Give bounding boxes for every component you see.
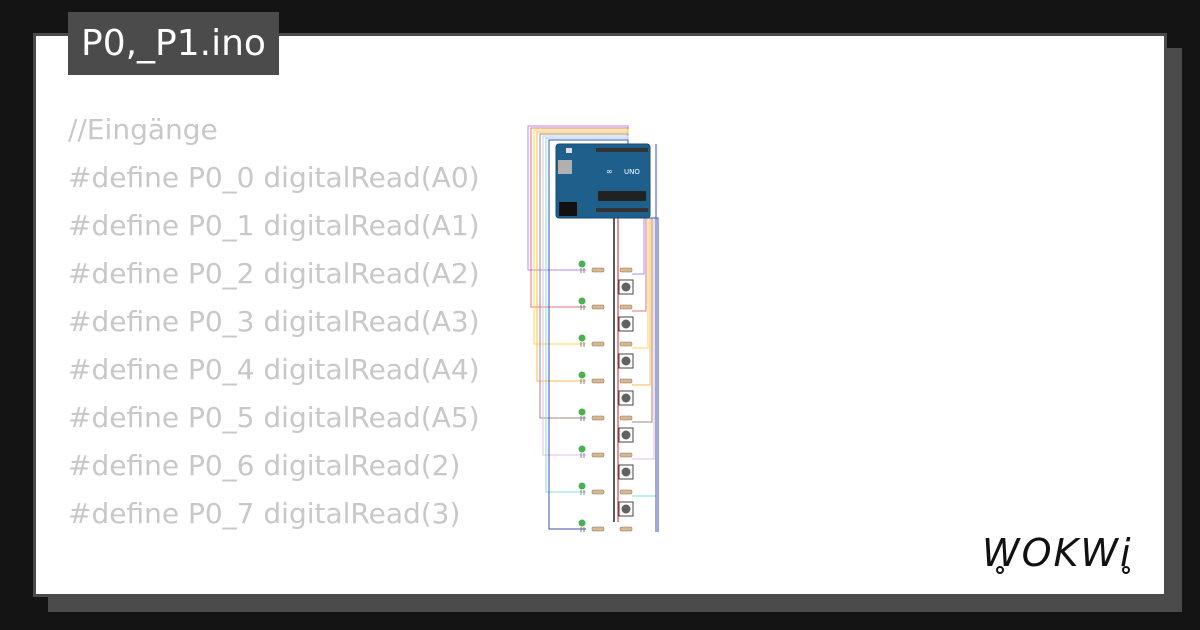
atmega-chip bbox=[598, 191, 646, 201]
led bbox=[578, 482, 586, 490]
push-button-cap bbox=[621, 319, 631, 329]
resistor bbox=[619, 341, 633, 347]
push-button-cap bbox=[621, 393, 631, 403]
resistor bbox=[591, 267, 605, 273]
led bbox=[578, 297, 586, 305]
resistor bbox=[619, 378, 633, 384]
logo-text: WOKWi bbox=[982, 531, 1133, 575]
code-line: #define P0_1 digitalRead(A1) bbox=[68, 209, 480, 242]
board-label: UNO bbox=[624, 168, 640, 176]
logo-pin-dot bbox=[1122, 566, 1130, 574]
push-button-cap bbox=[621, 467, 631, 477]
resistor bbox=[619, 304, 633, 310]
resistor bbox=[591, 415, 605, 421]
wokwi-logo: WOKWi bbox=[982, 531, 1133, 575]
code-line bbox=[68, 538, 538, 586]
resistor bbox=[591, 526, 605, 532]
reset-button bbox=[566, 148, 572, 153]
led bbox=[578, 334, 586, 342]
wire bbox=[630, 217, 645, 275]
resistor bbox=[619, 415, 633, 421]
led bbox=[578, 260, 586, 268]
resistor bbox=[591, 489, 605, 495]
infinity-logo: ∞ bbox=[606, 167, 613, 176]
resistor bbox=[591, 378, 605, 384]
code-line: //Globale Variablen bbox=[68, 586, 538, 594]
led bbox=[578, 408, 586, 416]
push-button-cap bbox=[621, 430, 631, 440]
push-button-cap bbox=[621, 504, 631, 514]
power-jack bbox=[559, 202, 577, 216]
usb-port bbox=[558, 160, 572, 174]
resistor bbox=[591, 452, 605, 458]
wire bbox=[548, 139, 629, 530]
code-line: #define P0_5 digitalRead(A5) bbox=[68, 401, 480, 434]
component-group bbox=[578, 260, 634, 532]
logo-pin-dot bbox=[996, 566, 1004, 574]
resistor bbox=[619, 526, 633, 532]
circuit-diagram: UNO ∞ bbox=[527, 125, 659, 532]
code-line: #define P0_4 digitalRead(A4) bbox=[68, 353, 480, 386]
push-button-cap bbox=[621, 356, 631, 366]
push-button-cap bbox=[621, 282, 631, 292]
resistor bbox=[619, 452, 633, 458]
preview-card: //Eingänge #define P0_0 digitalRead(A0) … bbox=[33, 33, 1167, 597]
code-line: #define P0_7 digitalRead(3) bbox=[68, 497, 461, 530]
code-preview: //Eingänge #define P0_0 digitalRead(A0) … bbox=[68, 106, 538, 594]
led bbox=[578, 371, 586, 379]
code-line: #define P0_6 digitalRead(2) bbox=[68, 449, 461, 482]
led bbox=[578, 519, 586, 527]
led bbox=[578, 445, 586, 453]
code-line: #define P0_0 digitalRead(A0) bbox=[68, 161, 480, 194]
analog-header bbox=[596, 208, 648, 212]
code-line: #define P0_3 digitalRead(A3) bbox=[68, 305, 480, 338]
resistor bbox=[591, 304, 605, 310]
resistor bbox=[619, 489, 633, 495]
code-line: //Eingänge bbox=[68, 113, 218, 146]
sketch-title: P0,_P1.ino bbox=[68, 12, 279, 75]
code-line: #define P0_2 digitalRead(A2) bbox=[68, 257, 480, 290]
digital-header bbox=[596, 148, 648, 152]
resistor bbox=[619, 267, 633, 273]
wire bbox=[655, 144, 657, 532]
arduino-uno-board: UNO ∞ bbox=[555, 143, 651, 219]
resistor bbox=[591, 341, 605, 347]
